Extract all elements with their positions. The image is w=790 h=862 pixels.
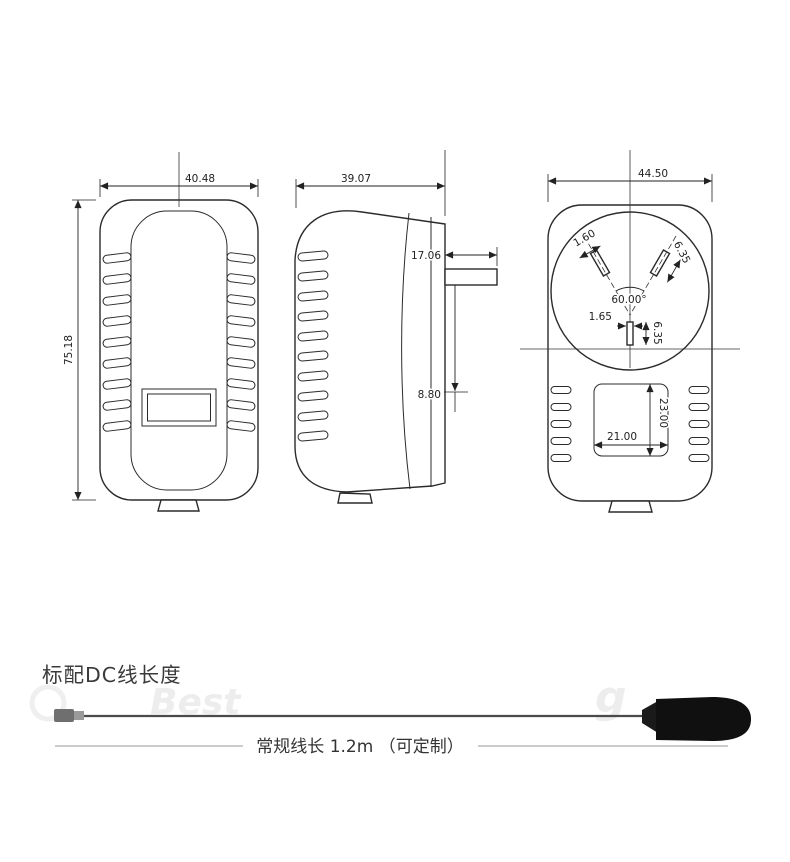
dim-text-back-width: 44.50 <box>638 168 668 180</box>
side-view: 39.07 17.06 8.80 <box>294 150 498 504</box>
dim-text-back-recess-width: 21.00 <box>607 431 637 443</box>
back-pin-right-axis <box>629 235 677 316</box>
dim-text-back-pin-angle: 60.00° <box>611 294 646 306</box>
front-view: 40.48 75.18 <box>62 152 259 512</box>
dim-back-pin-angle: 60.00° <box>610 286 648 308</box>
dim-text-side-pin-length: 17.06 <box>411 250 441 262</box>
side-vent-slats <box>297 250 329 442</box>
side-body <box>294 210 446 493</box>
side-dome-curve <box>401 212 411 490</box>
back-earth-pin <box>626 321 634 346</box>
back-view: 44.50 1.60 6.35 60.00° 1.65 6.35 21.00 <box>520 150 740 513</box>
dim-side-pin-offset: 8.80 <box>416 285 468 412</box>
dim-side-pin-length: 17.06 <box>409 247 498 266</box>
dim-back-earth-length: 6.35 <box>642 320 665 346</box>
back-vent-slats-right <box>688 386 710 462</box>
watermark-right-text: g <box>595 672 627 723</box>
dc-cable-illustration <box>54 697 751 741</box>
dim-front-height: 75.18 <box>62 199 96 501</box>
side-plug-pin <box>444 268 498 286</box>
dim-text-side-pin-offset: 8.80 <box>418 389 441 401</box>
front-body <box>99 199 259 501</box>
front-vent-slats-left <box>102 252 132 432</box>
dim-back-recess-width: 21.00 <box>594 430 668 449</box>
back-pin-left-axis <box>583 235 631 316</box>
dim-back-recess-height: 23.00 <box>646 384 671 456</box>
front-vent-slats-right <box>226 252 256 432</box>
dim-text-back-recess-height: 23.00 <box>657 398 669 428</box>
dim-side-width: 39.07 <box>295 150 446 216</box>
watermark-right: g <box>595 672 627 723</box>
back-vent-slats-left <box>550 386 572 462</box>
plug-strain-relief <box>642 701 658 733</box>
cable-section-heading: 标配DC线长度 <box>42 663 182 687</box>
cable-end-tip <box>74 711 84 720</box>
dim-text-back-earth-length: 6.35 <box>651 321 663 344</box>
front-label-recess <box>141 388 217 427</box>
dim-text-back-earth-width: 1.65 <box>589 311 612 323</box>
dim-text-side-width: 39.07 <box>341 173 371 185</box>
dim-text-front-width: 40.48 <box>185 173 215 185</box>
front-label-recess-inner <box>147 393 211 422</box>
front-cable-exit <box>157 499 200 512</box>
dc-plug-body <box>656 697 751 741</box>
back-cable-exit <box>608 500 653 513</box>
dim-back-width: 44.50 <box>547 167 713 202</box>
back-label-recess <box>593 383 669 457</box>
cable-caption: 常规线长 1.2m （可定制） <box>256 737 463 757</box>
dim-text-front-height: 75.18 <box>63 335 75 365</box>
dim-front-width: 40.48 <box>99 172 259 197</box>
dim-back-earth-width: 1.65 <box>587 310 643 330</box>
cable-end-connector <box>54 709 74 722</box>
cable-caption-row: 常规线长 1.2m （可定制） <box>55 737 728 757</box>
side-foot <box>337 492 373 504</box>
front-face <box>130 210 228 491</box>
